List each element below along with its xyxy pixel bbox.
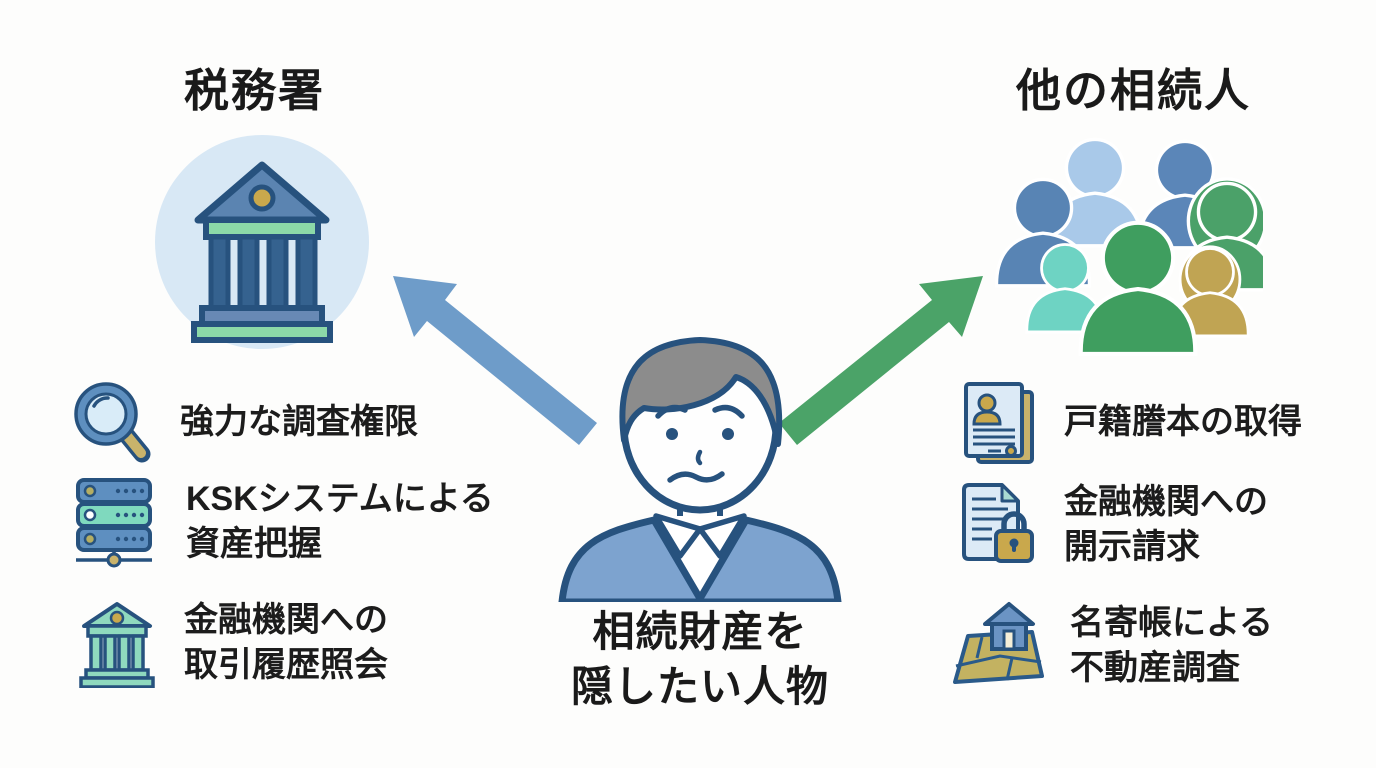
- tax-item-label: KSKシステムによる 資産把握: [186, 479, 494, 563]
- tax-item-ksk-system: KSKシステムによる 資産把握: [72, 476, 494, 568]
- house-map-icon: [953, 602, 1044, 684]
- tax-item-bank-inquiry: 金融機関への 取引履歴照会: [74, 598, 388, 689]
- other-heirs-title: 他の相続人: [1016, 65, 1252, 116]
- heir-item-family-register: 戸籍謄本の取得: [958, 380, 1302, 466]
- hair: [619, 337, 783, 447]
- heir-silhouette: [1025, 243, 1105, 334]
- worried-person-figure: [558, 337, 842, 602]
- heir-silhouette: [1078, 220, 1198, 356]
- heir-item-label: 金融機関への 開示請求: [1064, 483, 1268, 567]
- tax-item-label: 強力な調査権限: [180, 403, 418, 442]
- magnifier-icon: [74, 382, 151, 463]
- heirs-group-icon: [995, 137, 1263, 356]
- center-caption: 相続財産を 隠したい人物: [570, 608, 829, 711]
- server-icon: [76, 478, 152, 568]
- heir-item-real-estate-survey: 名寄帳による 不動産調査: [952, 600, 1273, 692]
- bank-icon: [79, 602, 155, 689]
- tax-office-building-icon: [155, 135, 369, 349]
- tax-item-investigation: 強力な調査権限: [72, 382, 418, 464]
- heir-silhouette-female: [1178, 177, 1263, 292]
- arrow-to-tax-office: [393, 276, 597, 445]
- tax-office-title: 税務署: [184, 65, 326, 116]
- document-person-icon: [964, 382, 1034, 464]
- document-lock-icon: [962, 483, 1034, 564]
- heir-item-disclosure-request: 金融機関への 開示請求: [958, 480, 1268, 570]
- heir-silhouette: [1046, 137, 1144, 248]
- arrow-to-heirs: [779, 276, 983, 445]
- heir-silhouette: [1136, 139, 1234, 250]
- heir-item-label: 名寄帳による 不動産調査: [1070, 603, 1273, 687]
- heir-silhouette: [995, 177, 1092, 288]
- heir-silhouette-female: [1170, 245, 1250, 338]
- heir-item-label: 戸籍謄本の取得: [1064, 403, 1302, 442]
- tax-item-label: 金融機関への 取引履歴照会: [184, 601, 388, 685]
